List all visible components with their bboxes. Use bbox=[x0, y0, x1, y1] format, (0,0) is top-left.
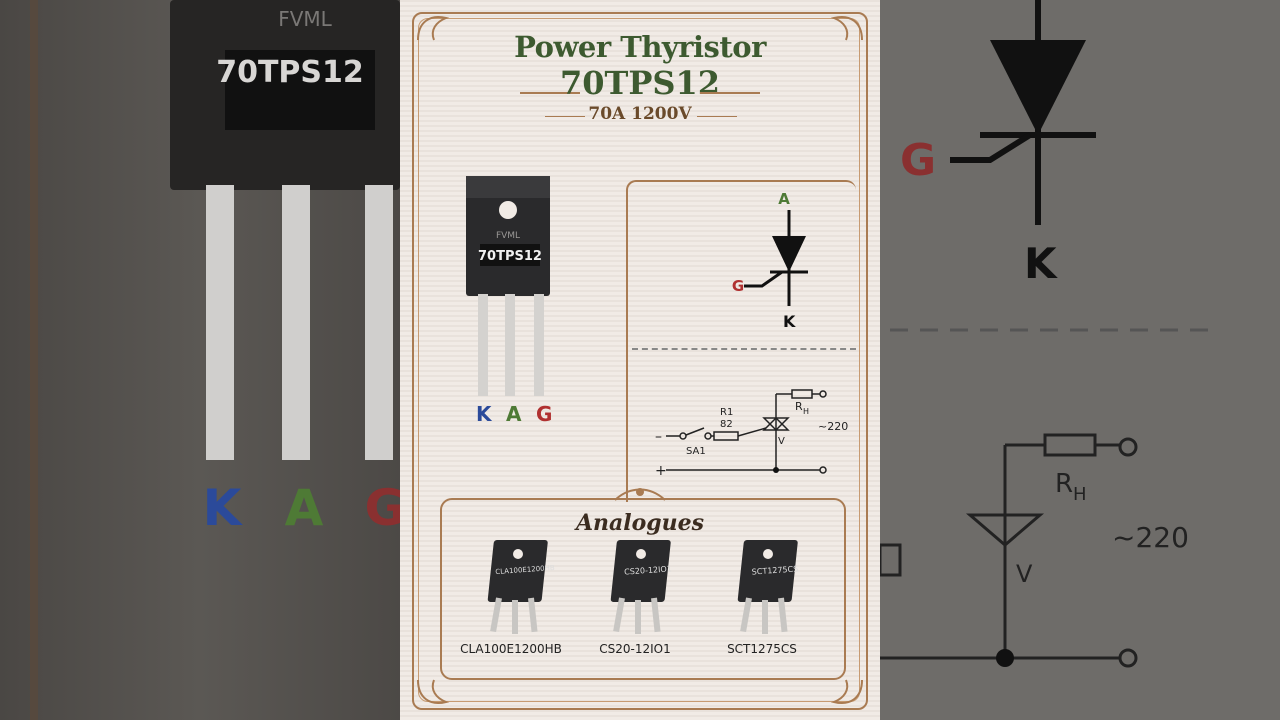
schematic-minus: – bbox=[655, 429, 662, 445]
bg-frame-edge bbox=[30, 0, 38, 720]
poster-ornaments bbox=[417, 16, 863, 704]
rating-rule-right bbox=[697, 116, 737, 117]
bg-symbol-triangle bbox=[990, 40, 1086, 135]
poster: Power Thyristor 70TPS12 70A 1200V FVML 7… bbox=[400, 0, 880, 720]
bg-junction bbox=[996, 649, 1014, 667]
bg-symbol-gate-line bbox=[950, 132, 1032, 163]
analogue-name-1: CLA100E1200HB bbox=[460, 642, 562, 656]
bg-triac bbox=[965, 513, 1045, 547]
device-pin-g bbox=[534, 294, 544, 396]
bg-terminal-2 bbox=[1118, 648, 1138, 668]
symbol-triangle bbox=[772, 236, 806, 272]
symbol-anode-label: A bbox=[778, 190, 790, 208]
title-line-1: Power Thyristor bbox=[514, 30, 766, 64]
poster-outer-frame bbox=[412, 12, 868, 710]
schematic-terminal-top bbox=[819, 390, 827, 398]
symbol-gate-lead bbox=[744, 270, 783, 288]
schematic-load-resistor bbox=[791, 389, 813, 399]
schematic-resistor-label: R1 bbox=[720, 407, 733, 418]
background-left-art: FVML 70TPS12 K A G bbox=[30, 0, 400, 720]
panel-dashed-divider bbox=[632, 348, 856, 350]
bg-supply: ~220 bbox=[1112, 521, 1189, 554]
thyristor-symbol: A G bbox=[732, 190, 808, 306]
rating-rule-left bbox=[545, 116, 585, 117]
bg-device-label bbox=[225, 50, 375, 130]
schematic-gate-wire bbox=[737, 427, 767, 437]
analogue-device-1 bbox=[487, 540, 548, 634]
schematic-terminal-bottom bbox=[819, 466, 827, 474]
schematic-device-label: V bbox=[778, 436, 785, 447]
bg-pin-3 bbox=[365, 185, 393, 460]
analogue-name-2: CS20-12IO1 bbox=[599, 642, 671, 656]
bg-load-sub: H bbox=[1073, 484, 1087, 505]
bg-gate-label: G bbox=[900, 135, 936, 186]
bg-pin-label-g: G bbox=[364, 479, 400, 537]
bg-resistor-edge bbox=[880, 543, 902, 577]
schematic-triac-lower bbox=[762, 416, 790, 431]
bg-cathode-label: K bbox=[1024, 239, 1058, 288]
device-brand: FVML bbox=[496, 231, 520, 241]
poster-inner-frame bbox=[418, 18, 860, 702]
pin-label-a: A bbox=[506, 402, 522, 426]
background-right-art: G K R H ~220 V bbox=[880, 0, 1210, 668]
schematic-switch-blade bbox=[685, 427, 705, 436]
background-right-panel: G K R H ~220 V bbox=[880, 0, 1280, 720]
bg-device-brand: FVML bbox=[278, 7, 332, 31]
symbol-cathode-label: K bbox=[783, 312, 796, 331]
ornament-bottom-right bbox=[830, 679, 863, 704]
device-label-area bbox=[480, 244, 540, 266]
schematic-load-sub: H bbox=[803, 407, 809, 416]
device-pin-k bbox=[478, 294, 488, 396]
schematic-plus: + bbox=[655, 463, 667, 479]
analogues-title: Analogues bbox=[575, 510, 705, 536]
device-marking: 70TPS12 bbox=[478, 249, 542, 264]
pin-label-g: G bbox=[536, 402, 553, 426]
ornament-dot bbox=[636, 488, 644, 496]
title-rule-right bbox=[700, 92, 760, 94]
bg-terminal bbox=[1118, 437, 1138, 457]
bg-device-marking: 70TPS12 bbox=[216, 55, 364, 90]
circuit-schematic: – SA1 R1 82 V R H ~220 + bbox=[655, 389, 848, 479]
device-mount-hole bbox=[499, 201, 517, 219]
bg-pin-2 bbox=[282, 185, 310, 460]
schematic-supply: ~220 bbox=[818, 420, 848, 433]
diagram-panel bbox=[626, 180, 856, 502]
schematic-switch-label: SA1 bbox=[686, 446, 706, 457]
symbol-gate-label: G bbox=[732, 277, 744, 295]
schematic-junction bbox=[773, 467, 779, 473]
pin-label-k: K bbox=[476, 402, 492, 426]
schematic-resistor-value: 82 bbox=[720, 419, 733, 430]
ornament-top-left bbox=[417, 16, 450, 41]
bg-pin-1 bbox=[206, 185, 234, 460]
analogue-devices bbox=[487, 540, 798, 634]
bg-resistor bbox=[1043, 433, 1097, 457]
device-illustration: FVML 70TPS12 bbox=[466, 176, 550, 396]
title-rating: 70A 1200V bbox=[588, 104, 692, 124]
title-rule-left bbox=[520, 92, 580, 94]
schematic-switch-node-1 bbox=[679, 432, 687, 440]
device-pin-a bbox=[505, 294, 515, 396]
analogue-device-2 bbox=[610, 540, 671, 634]
bg-load-main: R bbox=[1055, 469, 1073, 499]
device-tab bbox=[466, 176, 550, 198]
background-left-panel: FVML 70TPS12 K A G bbox=[0, 0, 400, 720]
bg-device-v: V bbox=[1016, 560, 1033, 588]
bg-pin-label-k: K bbox=[203, 479, 244, 537]
schematic-resistor-r1 bbox=[713, 431, 739, 441]
title-line-2: 70TPS12 bbox=[559, 64, 721, 102]
ornament-top-right bbox=[830, 16, 863, 41]
analogue-name-3: SCT1275CS bbox=[727, 642, 797, 656]
ornament-bottom-left bbox=[417, 679, 450, 704]
analogues-panel bbox=[440, 498, 846, 680]
bg-pin-label-a: A bbox=[285, 479, 324, 537]
schematic-switch-node-2 bbox=[704, 432, 712, 440]
analogue-device-3 bbox=[737, 540, 798, 634]
schematic-load-main: R bbox=[795, 400, 803, 413]
